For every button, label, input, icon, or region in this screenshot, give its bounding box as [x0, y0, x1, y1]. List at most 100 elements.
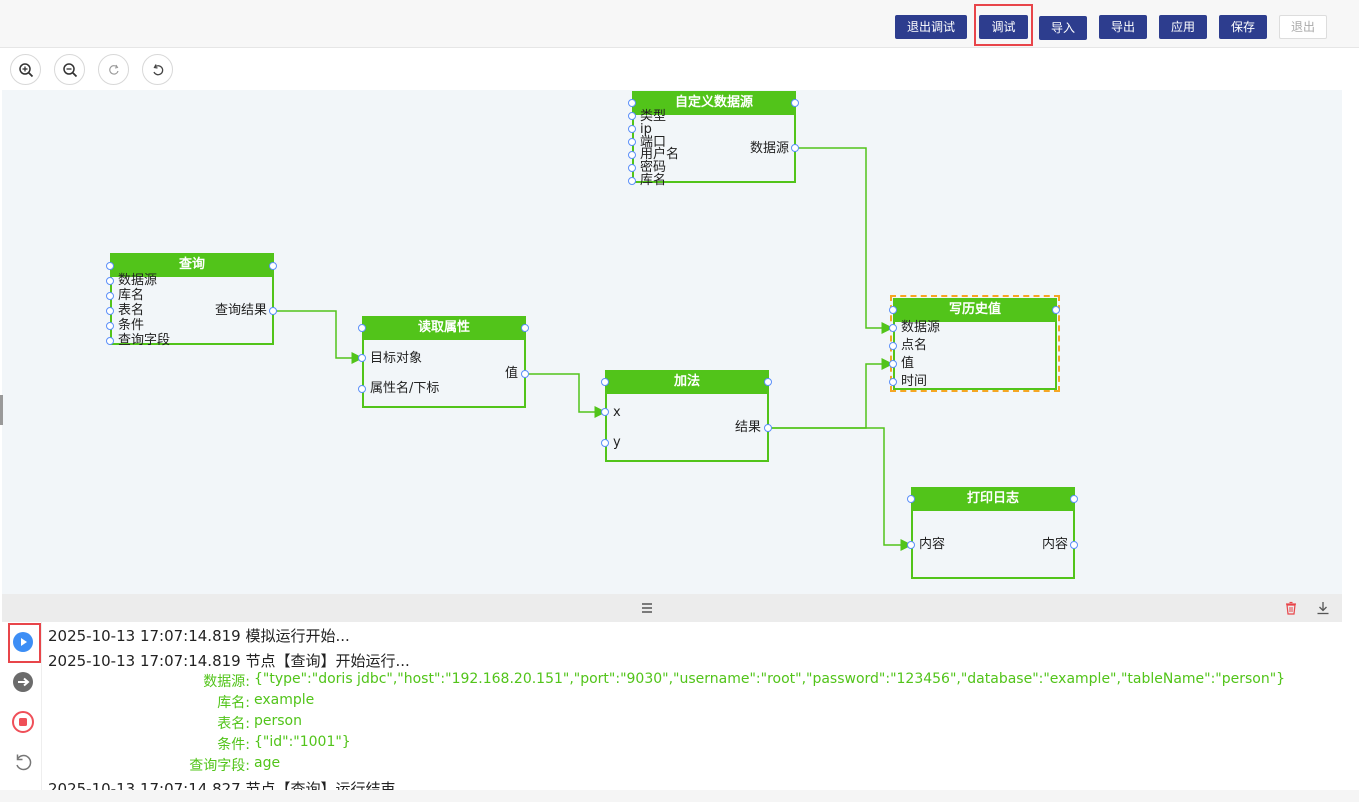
output-port[interactable] [1070, 541, 1078, 549]
input-port[interactable] [889, 342, 897, 350]
zoom-out-icon [63, 63, 78, 78]
redo-button[interactable] [98, 54, 129, 85]
node-title: 自定义数据源 [632, 91, 796, 115]
save-button[interactable]: 保存 [1219, 15, 1267, 39]
exit-button[interactable]: 退出 [1279, 15, 1327, 39]
redo-icon [109, 64, 119, 75]
reset-icon [16, 754, 32, 771]
port-label: 密码 [640, 160, 667, 175]
input-port[interactable] [601, 408, 609, 416]
input-port[interactable] [106, 322, 114, 330]
log-param-value: {"type":"doris jdbc","host":"192.168.20.… [254, 671, 1286, 687]
port-label: 数据源 [118, 273, 158, 288]
log-line: 2025-10-13 17:07:14.819 模拟运行开始... [48, 627, 350, 645]
node-write-history[interactable]: 写历史值 [893, 298, 1057, 390]
edge-readattr-to-add [525, 373, 607, 418]
output-port[interactable] [791, 144, 799, 152]
input-port[interactable] [106, 307, 114, 315]
port-label: 库名 [640, 173, 667, 188]
play-icon [13, 632, 33, 652]
step-button[interactable] [11, 670, 35, 694]
node-read-attribute[interactable]: 读取属性 [362, 316, 526, 408]
node-port[interactable] [1052, 306, 1060, 314]
input-port[interactable] [628, 177, 636, 185]
canvas-scroll-handle[interactable] [0, 395, 3, 425]
zoom-out-button[interactable] [54, 54, 85, 85]
node-print-log[interactable]: 打印日志 [911, 487, 1075, 579]
node-title: 读取属性 [362, 316, 526, 340]
input-port[interactable] [628, 164, 636, 172]
input-port[interactable] [358, 385, 366, 393]
import-button[interactable]: 导入 [1039, 16, 1087, 40]
input-port[interactable] [907, 541, 915, 549]
node-port[interactable] [358, 324, 366, 332]
input-port[interactable] [889, 378, 897, 386]
node-port[interactable] [1070, 495, 1078, 503]
top-toolbar: 退出调试 调试 导入 导出 应用 保存 退出 [0, 0, 1359, 48]
debug-button[interactable]: 调试 [979, 15, 1028, 39]
log-param-value: example [254, 692, 315, 708]
node-custom-datasource[interactable]: 自定义数据源 [632, 91, 796, 183]
drag-handle-icon[interactable] [641, 602, 653, 614]
node-port[interactable] [791, 99, 799, 107]
output-port[interactable] [764, 424, 772, 432]
input-port[interactable] [106, 292, 114, 300]
stop-button[interactable] [11, 710, 35, 734]
input-port[interactable] [628, 138, 636, 146]
port-label: 用户名 [640, 147, 680, 162]
log-param-value: person [254, 713, 302, 729]
node-port[interactable] [521, 324, 529, 332]
port-label: 内容 [1042, 537, 1069, 552]
edge-ds-to-writehist [795, 147, 894, 334]
port-label: y [613, 435, 621, 450]
port-label: 时间 [901, 374, 928, 389]
input-port[interactable] [106, 337, 114, 345]
port-label: 库名 [118, 288, 145, 303]
undo-button[interactable] [142, 54, 173, 85]
node-port[interactable] [907, 495, 915, 503]
zoom-in-icon [19, 63, 34, 78]
exit-debug-button[interactable]: 退出调试 [895, 15, 967, 39]
undo-icon [153, 64, 164, 76]
port-label: 端口 [640, 135, 667, 150]
node-title: 打印日志 [911, 487, 1075, 511]
run-button-highlight [8, 623, 41, 663]
input-port[interactable] [889, 360, 897, 368]
input-port[interactable] [628, 151, 636, 159]
node-port[interactable] [269, 262, 277, 270]
log-param-value: age [254, 755, 281, 771]
node-query[interactable]: 查询 [110, 253, 274, 345]
node-port[interactable] [601, 378, 609, 386]
input-port[interactable] [628, 112, 636, 120]
input-port[interactable] [601, 439, 609, 447]
input-port[interactable] [106, 277, 114, 285]
port-label: 值 [505, 366, 519, 381]
log-panel-header [2, 594, 1342, 622]
input-port[interactable] [889, 324, 897, 332]
port-label: ip [640, 122, 652, 137]
node-port[interactable] [106, 262, 114, 270]
node-port[interactable] [889, 306, 897, 314]
log-param-key: 表名: [217, 716, 250, 732]
reset-button[interactable] [11, 750, 35, 774]
output-port[interactable] [269, 307, 277, 315]
zoom-in-button[interactable] [10, 54, 41, 85]
port-label: 目标对象 [370, 351, 423, 366]
node-title: 查询 [110, 253, 274, 277]
download-icon[interactable] [1316, 601, 1330, 615]
export-button[interactable]: 导出 [1099, 15, 1147, 39]
node-port[interactable] [764, 378, 772, 386]
node-addition[interactable]: 加法 [605, 370, 769, 462]
input-port[interactable] [628, 125, 636, 133]
input-port[interactable] [358, 354, 366, 362]
log-param-key: 数据源: [203, 674, 250, 690]
port-label: 类型 [640, 109, 667, 124]
node-port[interactable] [628, 99, 636, 107]
port-label: 表名 [118, 303, 145, 318]
debug-button-highlight [974, 4, 1033, 46]
run-button[interactable] [11, 630, 35, 654]
output-port[interactable] [521, 370, 529, 378]
apply-button[interactable]: 应用 [1159, 15, 1207, 39]
next-step-icon [13, 672, 33, 692]
trash-icon[interactable] [1284, 601, 1298, 615]
